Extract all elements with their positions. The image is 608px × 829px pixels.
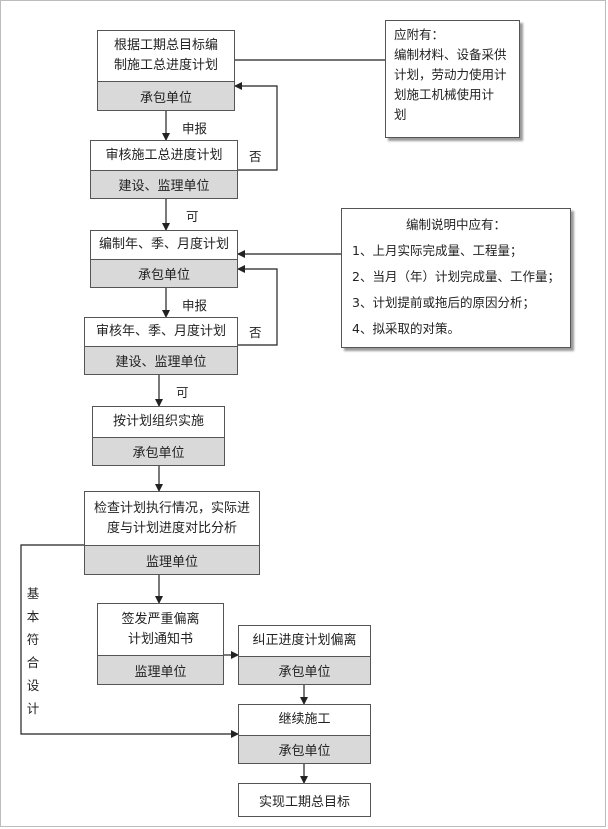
node-unit: 承包单位: [98, 82, 234, 110]
node-implement-plan: 按计划组织实施 承包单位: [92, 406, 225, 466]
node-text: 纠正进度计划偏离: [239, 626, 370, 657]
node-unit: 承包单位: [239, 657, 370, 684]
node-text: 审核年、季、月度计划: [85, 318, 237, 347]
node-text: 按计划组织实施: [93, 407, 224, 438]
note-line: 计划，劳动力使用计: [394, 67, 507, 82]
node-text-line: 计划通知书: [127, 631, 193, 647]
label-approve-1: 可: [186, 209, 199, 224]
note-line: 应附有：: [394, 27, 445, 42]
node-text-line: 检查计划执行情况，实际进: [93, 500, 250, 516]
label-report-1: 申报: [182, 121, 208, 136]
node-unit: 建设、监理单位: [85, 347, 237, 374]
note-line: 编制材料、设备采供: [394, 47, 507, 62]
note-title: 编制说明中应有：: [405, 217, 506, 232]
node-review-periodic-plan: 审核年、季、月度计划 建设、监理单位: [84, 317, 238, 375]
label-basic-conformity: 基 本 符 合 设 计: [25, 582, 41, 720]
node-correct-deviation: 纠正进度计划偏离 承包单位: [238, 625, 371, 685]
node-text-line: 根据工期总目标编: [113, 38, 218, 53]
label-char: 设: [26, 678, 40, 693]
note-line: 划: [394, 107, 407, 122]
note-item: 2、当月（年）计划完成量、工作量；: [352, 269, 560, 284]
node-issue-deviation-notice: 签发严重偏离 计划通知书 监理单位: [97, 603, 224, 685]
label-report-2: 申报: [182, 298, 208, 313]
node-achieve-goal: 实现工期总目标: [238, 783, 371, 817]
note-compile-instructions: 编制说明中应有： 1、上月实际完成量、工程量； 2、当月（年）计划完成量、工作量…: [341, 208, 571, 348]
label-reject-1: 否: [249, 149, 262, 164]
node-text: 继续施工: [239, 705, 370, 736]
label-char: 符: [26, 632, 40, 647]
node-unit: 监理单位: [98, 656, 223, 684]
note-item: 4、拟采取的对策。: [352, 321, 460, 336]
node-text: 审核施工总进度计划: [91, 141, 237, 171]
label-reject-2: 否: [249, 325, 262, 340]
node-unit: 建设、监理单位: [91, 171, 237, 198]
node-check-execution: 检查计划执行情况，实际进 度与计划进度对比分析 监理单位: [84, 491, 260, 575]
node-text-line: 签发严重偏离: [121, 611, 200, 627]
arrow-basic-conform: [20, 544, 239, 738]
label-approve-2: 可: [176, 385, 189, 400]
node-review-master-schedule: 审核施工总进度计划 建设、监理单位: [90, 140, 238, 199]
note-attachments: 应附有： 编制材料、设备采供 计划，劳动力使用计 划施工机械使用计 划: [385, 20, 520, 138]
node-unit: 承包单位: [239, 736, 370, 763]
arrow-reject-1: [234, 82, 278, 171]
node-unit: 承包单位: [91, 260, 237, 287]
node-compile-periodic-plan: 编制年、季、月度计划 承包单位: [90, 230, 238, 288]
label-char: 合: [26, 655, 40, 670]
node-unit: 监理单位: [85, 546, 259, 574]
node-continue-construction: 继续施工 承包单位: [238, 704, 371, 764]
note-line: 划施工机械使用计: [394, 87, 495, 102]
node-unit: 承包单位: [93, 438, 224, 465]
node-text: 编制年、季、月度计划: [91, 231, 237, 260]
node-compile-master-schedule: 根据工期总目标编 制施工总进度计划 承包单位: [97, 30, 235, 111]
arrow-reject-2: [237, 265, 278, 346]
label-char: 本: [26, 609, 40, 624]
label-char: 基: [26, 586, 40, 601]
label-char: 计: [26, 701, 40, 716]
node-text-line: 制施工总进度计划: [113, 58, 218, 73]
note-item: 1、上月实际完成量、工程量；: [352, 243, 523, 258]
node-text-line: 度与计划进度对比分析: [106, 520, 237, 536]
note-item: 3、计划提前或拖后的原因分析；: [352, 295, 535, 310]
